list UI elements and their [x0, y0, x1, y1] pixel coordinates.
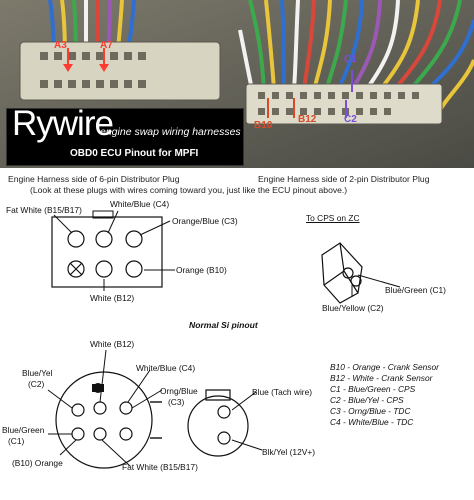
cps-title: To CPS on ZC: [306, 213, 360, 223]
label-cps-blue-yellow-c2: Blue/Yellow (C2): [322, 303, 384, 313]
label-fat-white-b15-b17: Fat White (B15/B17): [6, 205, 82, 215]
brand-subtitle: OBD0 ECU Pinout for MPFI: [70, 148, 199, 159]
label-cps-blue-green-c1: Blue/Green (C1): [385, 285, 446, 295]
pin-label-b10: B10: [254, 120, 273, 131]
brand-logo-text: Rywire: [12, 104, 114, 143]
left-connector-pins: [40, 52, 146, 88]
si-label-blue-yel-c2-line1: Blue/Yel: [22, 368, 53, 378]
brand-banner: [6, 108, 244, 166]
brand-tagline: engine swap wiring harnesses: [100, 126, 241, 138]
label-orange-b10: Orange (B10): [176, 265, 227, 275]
pin-label-c1: C1: [344, 54, 357, 65]
right-connector-pins: [258, 92, 419, 115]
six-pin-plug-diagram: [51, 210, 175, 291]
pin-label-a7: A7: [100, 40, 113, 51]
si-label-blue-green-c1-line1: Blue/Green: [2, 425, 45, 435]
right-wire-bundle: [238, 0, 474, 112]
pin-label-c2: C2: [344, 114, 357, 125]
si-label-orng-blue-c3-line1: Orng/Blue: [160, 386, 198, 396]
si-label-blue-yel-c2-line2: (C2): [28, 379, 45, 389]
si-label-white-b12: White (B12): [90, 339, 135, 349]
caption-6pin: Engine Harness side of 6-pin Distributor…: [8, 174, 180, 184]
si-label-b10-orange: (B10) Orange: [12, 458, 63, 468]
pin-label-a3: A3: [54, 40, 67, 51]
si-label-fat-white: Fat White (B15/B17): [122, 462, 198, 472]
normal-si-diagram: [47, 349, 263, 469]
si-label-blue-green-c1-line2: (C1): [8, 436, 25, 446]
legend-c1: C1 - Blue/Green - CPS: [330, 384, 416, 394]
normal-si-title: Normal Si pinout: [189, 320, 258, 330]
legend-b10: B10 - Orange - Crank Sensor: [330, 362, 439, 372]
caption-note: (Look at these plugs with wires coming t…: [30, 185, 348, 195]
si-label-blue-tach: Blue (Tach wire): [252, 387, 313, 397]
pin-label-b12: B12: [298, 114, 317, 125]
cps-plug-diagram: [321, 242, 401, 304]
legend-b12: B12 - White - Crank Sensor: [330, 373, 433, 383]
caption-2pin: Engine Harness side of 2-pin Distributor…: [258, 174, 430, 184]
si-label-white-blue-c4: White/Blue (C4): [136, 363, 196, 373]
si-label-blk-yel: Blk/Yel (12V+): [262, 447, 315, 457]
label-orange-blue-c3: Orange/Blue (C3): [172, 216, 238, 226]
legend-c3: C3 - Orng/Blue - TDC: [330, 406, 411, 416]
si-label-orng-blue-c3-line2: (C3): [168, 397, 185, 407]
label-white-blue-c4: White/Blue (C4): [110, 199, 170, 209]
legend-c2: C2 - Blue/Yel - CPS: [330, 395, 404, 405]
legend-c4: C4 - White/Blue - TDC: [330, 417, 414, 427]
label-white-b12: White (B12): [90, 293, 135, 303]
